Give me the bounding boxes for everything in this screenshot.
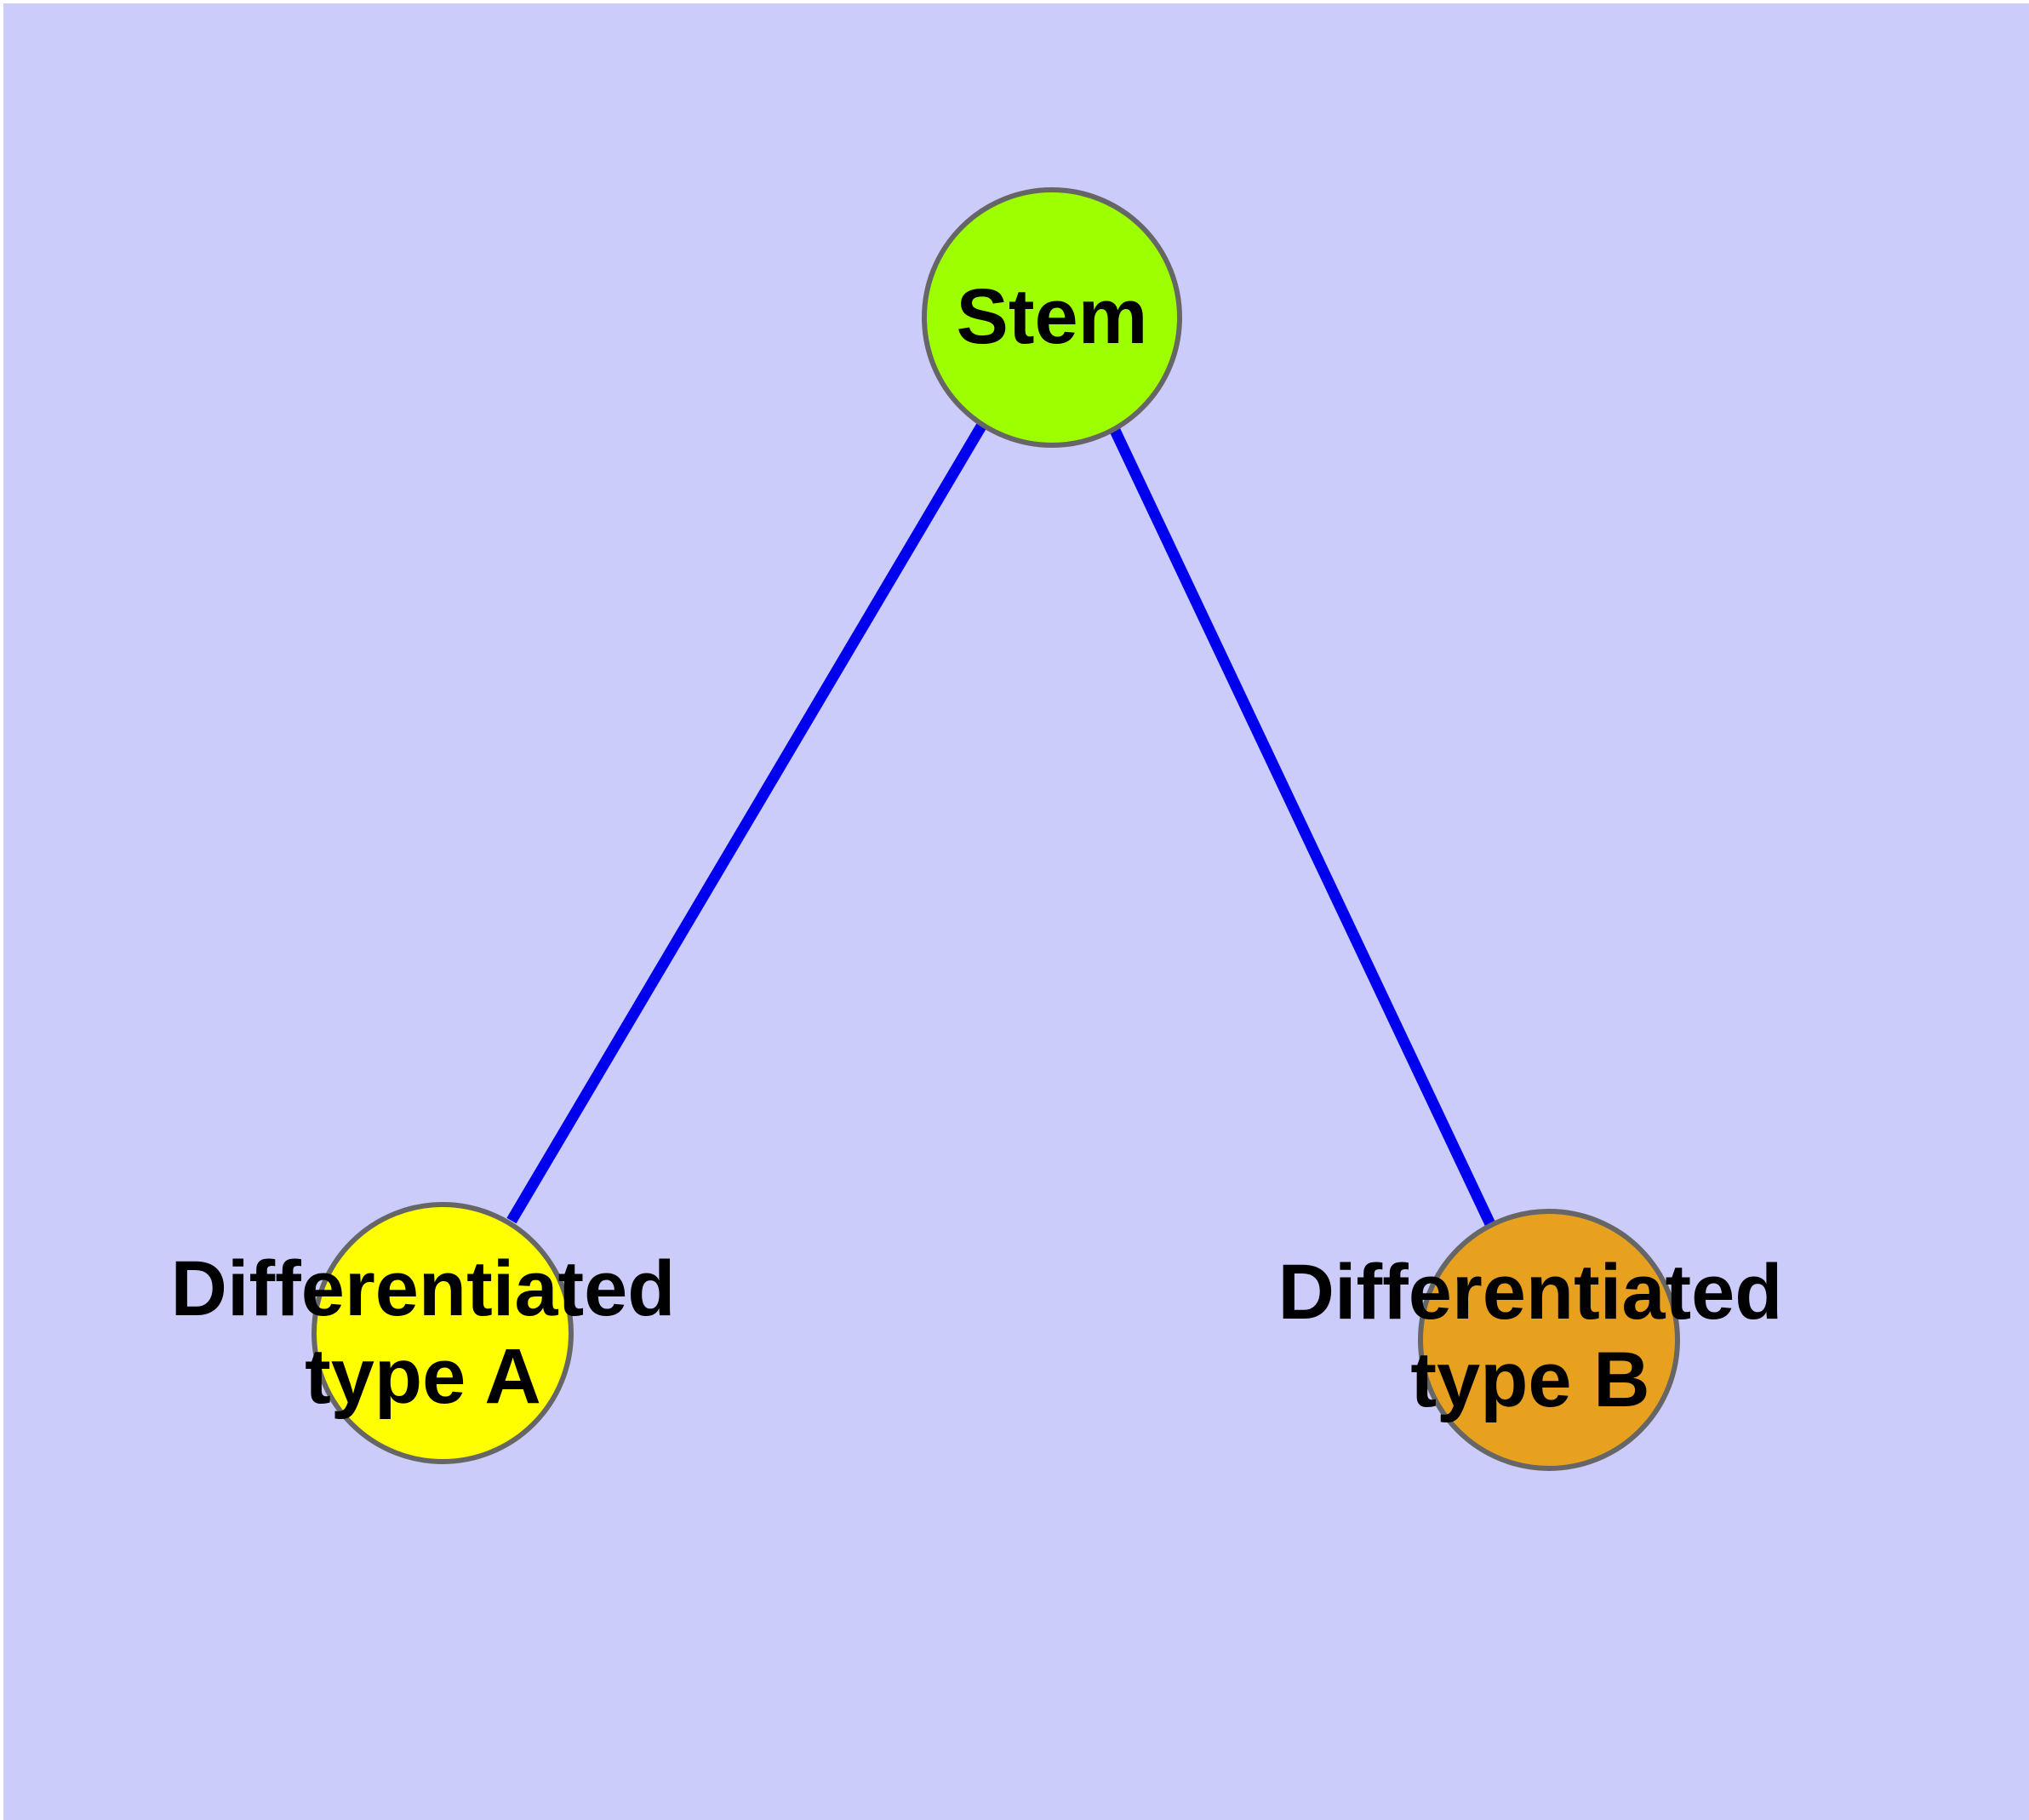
label-layer: Stem Differentiated type A Differentiate…: [171, 273, 1783, 1423]
edge-stem-to-differentiated-a[interactable]: [506, 421, 987, 1224]
node-differentiated-type-b[interactable]: [1418, 1209, 1680, 1471]
node-differentiated-type-a[interactable]: [311, 1202, 574, 1464]
node-label-differentiated-type-a-line1: Differentiated: [171, 1245, 676, 1332]
node-label-differentiated-type-b-line1: Differentiated: [1278, 1249, 1783, 1336]
node-stem[interactable]: [922, 187, 1182, 448]
node-label-differentiated-type-a-line2: type A: [305, 1333, 541, 1420]
node-label-differentiated-type-b-line2: type B: [1410, 1336, 1649, 1423]
edge-stem-to-differentiated-b[interactable]: [1106, 421, 1495, 1227]
edge-layer: [506, 421, 1495, 1227]
node-label-stem: Stem: [957, 273, 1148, 360]
node-layer: [311, 187, 1680, 1471]
